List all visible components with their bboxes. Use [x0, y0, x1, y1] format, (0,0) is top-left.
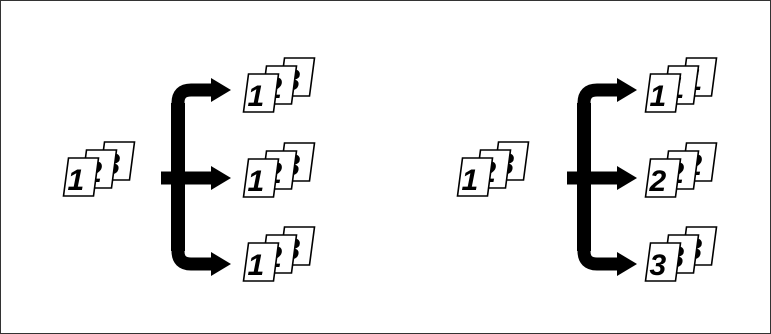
arrow-branch-bottom: [178, 251, 213, 264]
input-stack: 321: [64, 142, 135, 197]
output-stack-2: 321: [244, 143, 315, 198]
arrowhead-top: [211, 78, 231, 102]
arrowhead-middle: [617, 166, 637, 190]
page-number: 3: [650, 249, 667, 282]
output-stack-3: 321: [244, 227, 315, 282]
arrow-branch-top: [178, 90, 213, 103]
page-number: 1: [650, 80, 667, 113]
page-sheet-front: 1: [244, 74, 279, 113]
page-sheet-front: 1: [244, 159, 279, 198]
page-sheet-front: 1: [458, 158, 493, 197]
page-sheet-front: 1: [64, 158, 99, 197]
arrowhead-bottom: [211, 252, 231, 276]
page-sheet-front: 2: [646, 159, 681, 198]
page-number: 1: [248, 249, 265, 282]
output-stack-1: 321: [244, 58, 315, 113]
arrowhead-middle: [211, 166, 231, 190]
input-stack: 321: [458, 142, 529, 197]
output-stack-3: 333: [646, 227, 717, 282]
output-stack-2: 222: [646, 143, 717, 198]
group-grouped: 321 111 222 333: [458, 58, 717, 282]
split-arrow-icon: [161, 78, 231, 276]
page-number: 1: [68, 164, 85, 197]
group-collated: 321 321 321 321: [64, 58, 315, 282]
page-sheet-front: 1: [244, 243, 279, 282]
arrowhead-bottom: [617, 252, 637, 276]
arrowhead-top: [617, 78, 637, 102]
page-number: 1: [462, 164, 479, 197]
arrow-branch-bottom: [584, 251, 619, 264]
page-number: 2: [649, 165, 667, 198]
page-sheet-front: 3: [646, 243, 681, 282]
page-number: 1: [248, 80, 265, 113]
page-sheet-front: 1: [646, 74, 681, 113]
split-arrow-icon: [567, 78, 637, 276]
output-stack-1: 111: [646, 58, 717, 113]
page-number: 1: [248, 165, 265, 198]
arrow-branch-top: [584, 90, 619, 103]
